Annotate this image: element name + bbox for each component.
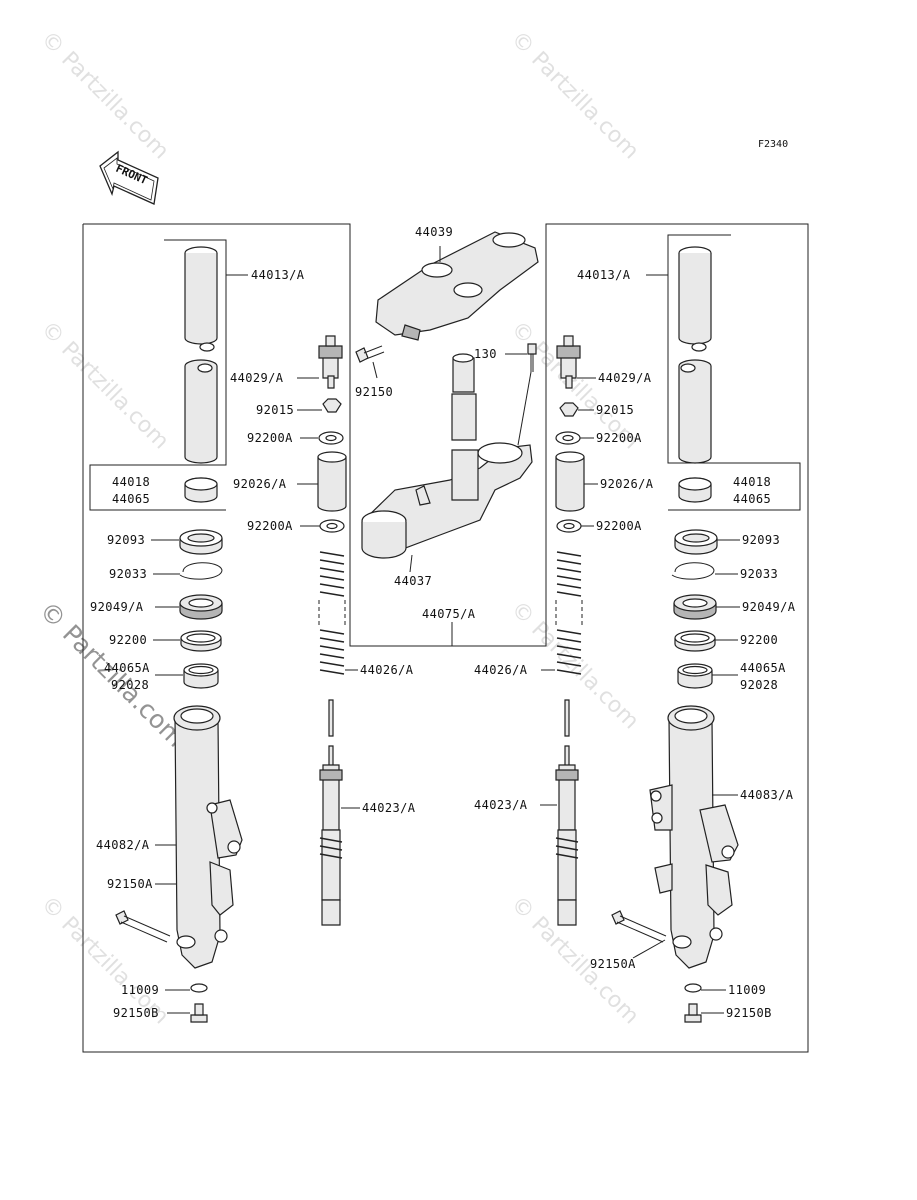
label-l-92150a: 92150A	[107, 877, 153, 891]
right-spacer	[555, 457, 585, 512]
label-r-44013: 44013/A	[577, 268, 631, 282]
figure-code: F2340	[758, 139, 788, 150]
label-c-92150: 92150	[355, 385, 393, 399]
upper-bracket	[375, 231, 539, 341]
label-c-44075: 44075/A	[422, 607, 476, 621]
label-c-130: 130	[474, 347, 497, 361]
left-gasket	[190, 983, 208, 993]
label-l-92150b: 92150B	[113, 1006, 159, 1020]
center-assembly	[355, 231, 539, 559]
right-top-cap	[556, 335, 581, 389]
right-outer-tube	[649, 705, 739, 969]
label-l-92033: 92033	[109, 567, 147, 581]
label-r-92200: 92200	[740, 633, 778, 647]
right-spring	[555, 551, 583, 675]
label-r-92015: 92015	[596, 403, 634, 417]
right-axle-bolt	[611, 910, 667, 943]
label-l-44065: 44065	[112, 492, 150, 506]
left-axle-bolt	[115, 910, 171, 943]
right-drain-bolt	[684, 1003, 702, 1023]
lower-bracket	[361, 442, 533, 559]
label-l-92026: 92026/A	[233, 477, 287, 491]
label-c-44039: 44039	[415, 225, 453, 239]
label-c-44026-left: 44026/A	[360, 663, 414, 677]
label-r-44029: 44029/A	[598, 371, 652, 385]
label-r-92093: 92093	[742, 533, 780, 547]
label-c-44037: 44037	[394, 574, 432, 588]
label-r-44065: 44065	[733, 492, 771, 506]
left-fork-tube	[184, 246, 218, 464]
left-washer-92200	[180, 630, 222, 652]
watermark-1: © Partzilla.com	[36, 27, 174, 165]
label-l-92200a-bot: 92200A	[247, 519, 293, 533]
label-l-92200a-top: 92200A	[247, 431, 293, 445]
left-spring	[318, 551, 346, 675]
left-outer-tube	[173, 705, 243, 969]
leader-lines	[151, 246, 740, 1014]
left-drain-bolt	[190, 1003, 208, 1023]
label-r-92028: 92028	[740, 678, 778, 692]
label-l-44065a: 44065A	[104, 661, 150, 675]
left-circlip	[179, 562, 223, 580]
part-labels: 44013/A 44029/A 92015 92200A 92026/A 922…	[90, 225, 796, 1020]
steering-stem	[451, 353, 477, 441]
right-fork	[555, 246, 739, 1023]
right-dust-seal	[674, 529, 718, 555]
label-l-11009: 11009	[121, 983, 159, 997]
label-r-44065a: 44065A	[740, 661, 786, 675]
label-r-92033: 92033	[740, 567, 778, 581]
right-guide-bushing	[677, 663, 713, 689]
label-r-92200a-top: 92200A	[596, 431, 642, 445]
label-r-92150a: 92150A	[590, 957, 636, 971]
left-spacer	[317, 457, 347, 512]
bolt-130	[527, 343, 537, 372]
label-l-92200: 92200	[109, 633, 147, 647]
label-r-92026: 92026/A	[600, 477, 654, 491]
left-nut	[322, 398, 342, 413]
right-circlip	[671, 562, 715, 580]
front-arrow: FRONT	[99, 150, 159, 205]
label-r-92200a-bot: 92200A	[596, 519, 642, 533]
left-fork	[115, 246, 347, 1023]
label-l-92049: 92049/A	[90, 600, 144, 614]
label-c-44023-left: 44023/A	[362, 801, 416, 815]
clamp-bolt-92150	[355, 345, 385, 363]
left-damper-rod	[319, 699, 343, 926]
right-nut	[559, 402, 579, 417]
left-dust-seal	[179, 529, 223, 555]
frames	[82, 223, 809, 1053]
label-l-92028: 92028	[111, 678, 149, 692]
right-gasket	[684, 983, 702, 993]
label-c-44026-right: 44026/A	[474, 663, 528, 677]
label-r-44083: 44083/A	[740, 788, 794, 802]
label-r-92150b: 92150B	[726, 1006, 772, 1020]
label-l-44013: 44013/A	[251, 268, 305, 282]
label-r-92049: 92049/A	[742, 600, 796, 614]
right-washer-92200	[674, 630, 716, 652]
left-top-cap	[318, 335, 343, 389]
label-l-44018: 44018	[112, 475, 150, 489]
right-oil-seal	[673, 594, 717, 620]
label-c-44023-right: 44023/A	[474, 798, 528, 812]
label-l-92093: 92093	[107, 533, 145, 547]
right-fork-tube	[678, 246, 712, 464]
label-l-92015: 92015	[256, 403, 294, 417]
watermark-3: © Partzilla.com	[36, 317, 174, 455]
watermark-2: © Partzilla.com	[506, 27, 644, 165]
label-l-44082: 44082/A	[96, 838, 150, 852]
label-r-44018: 44018	[733, 475, 771, 489]
label-l-44029: 44029/A	[230, 371, 284, 385]
left-oil-seal	[179, 594, 223, 620]
left-guide-bushing	[183, 663, 219, 689]
label-r-11009: 11009	[728, 983, 766, 997]
right-damper-rod	[555, 699, 579, 926]
